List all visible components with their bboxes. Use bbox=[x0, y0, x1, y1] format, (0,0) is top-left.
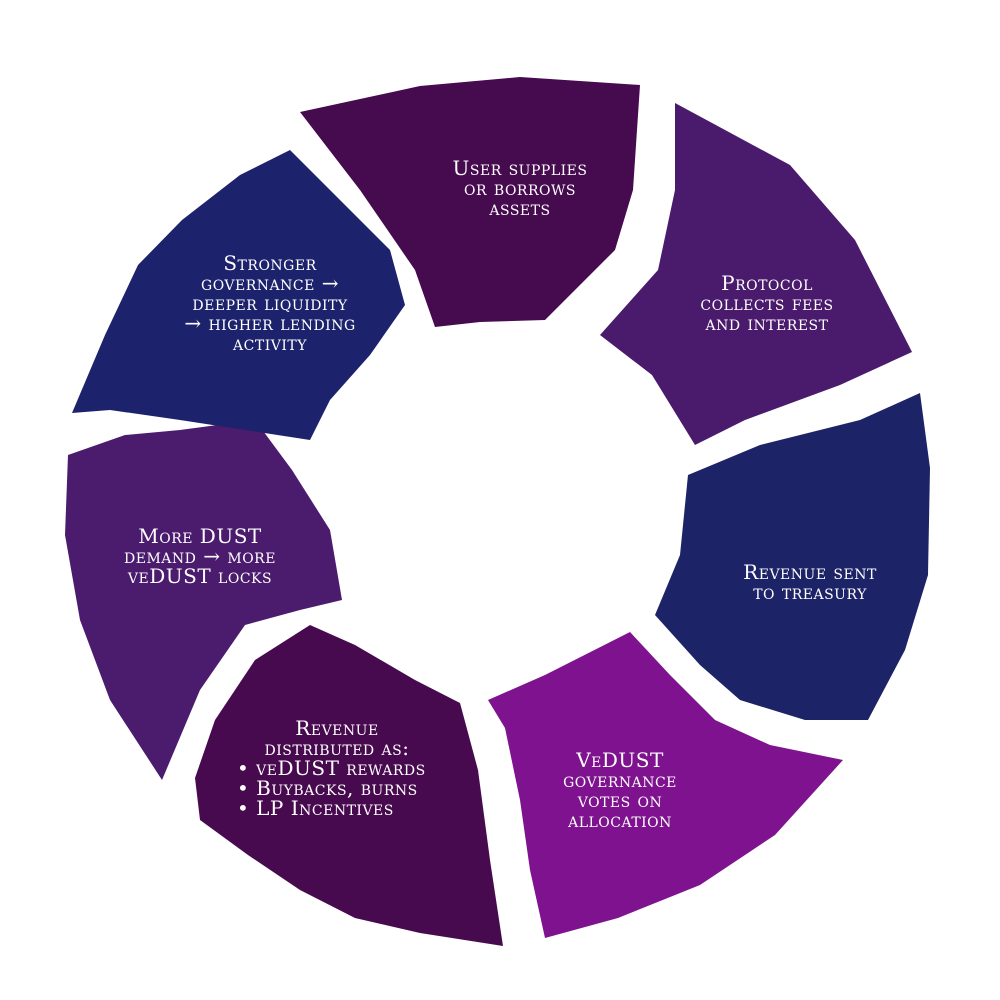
segment-treasury bbox=[655, 393, 930, 720]
label-fees: Protocol collects fees and interest bbox=[672, 273, 862, 333]
label-governance-line: → higher lending bbox=[184, 311, 356, 335]
label-supply: User supplies or borrows assets bbox=[430, 158, 610, 218]
label-distribution-bullet: • Buybacks, burns bbox=[237, 776, 418, 800]
segment-governance bbox=[72, 150, 405, 440]
label-demand: More DUST demand → more veDUST locks bbox=[100, 526, 300, 586]
label-governance-line: governance → bbox=[201, 271, 339, 295]
label-demand-line: demand → more bbox=[124, 544, 276, 568]
label-votes-line: VeDUST bbox=[576, 748, 664, 772]
label-treasury-line: to treasury bbox=[753, 580, 867, 604]
label-treasury-line: Revenue sent bbox=[743, 560, 877, 584]
label-fees-line: and interest bbox=[705, 311, 829, 335]
label-distribution-line: Revenue bbox=[295, 716, 379, 740]
label-demand-line: More DUST bbox=[138, 524, 262, 548]
label-demand-line: veDUST locks bbox=[127, 564, 273, 588]
label-treasury: Revenue sent to treasury bbox=[715, 562, 905, 602]
label-fees-line: collects fees bbox=[700, 291, 834, 315]
label-supply-line: or borrows bbox=[464, 176, 576, 200]
label-governance: Stronger governance → deeper liquidity →… bbox=[170, 253, 370, 353]
label-governance-line: Stronger bbox=[223, 251, 317, 275]
label-distribution: Revenue distributed as: • veDUST rewards… bbox=[237, 718, 437, 818]
label-distribution-bullet: • veDUST rewards bbox=[237, 756, 426, 780]
label-votes: VeDUST governance votes on allocation bbox=[525, 750, 715, 830]
segment-votes bbox=[488, 632, 843, 938]
label-votes-line: votes on bbox=[577, 788, 663, 812]
label-governance-line: activity bbox=[233, 331, 307, 355]
label-governance-line: deeper liquidity bbox=[192, 291, 348, 315]
label-supply-line: User supplies bbox=[452, 156, 588, 180]
label-votes-line: allocation bbox=[568, 808, 672, 832]
label-supply-line: assets bbox=[489, 196, 551, 220]
label-votes-line: governance bbox=[563, 768, 677, 792]
label-distribution-line: distributed as: bbox=[264, 736, 410, 760]
label-distribution-bullet: • LP Incentives bbox=[237, 796, 394, 820]
segment-demand bbox=[65, 420, 342, 780]
segment-fees bbox=[600, 103, 912, 445]
label-fees-line: Protocol bbox=[721, 271, 813, 295]
segment-supply bbox=[300, 77, 640, 327]
segment-distribution bbox=[195, 625, 503, 946]
